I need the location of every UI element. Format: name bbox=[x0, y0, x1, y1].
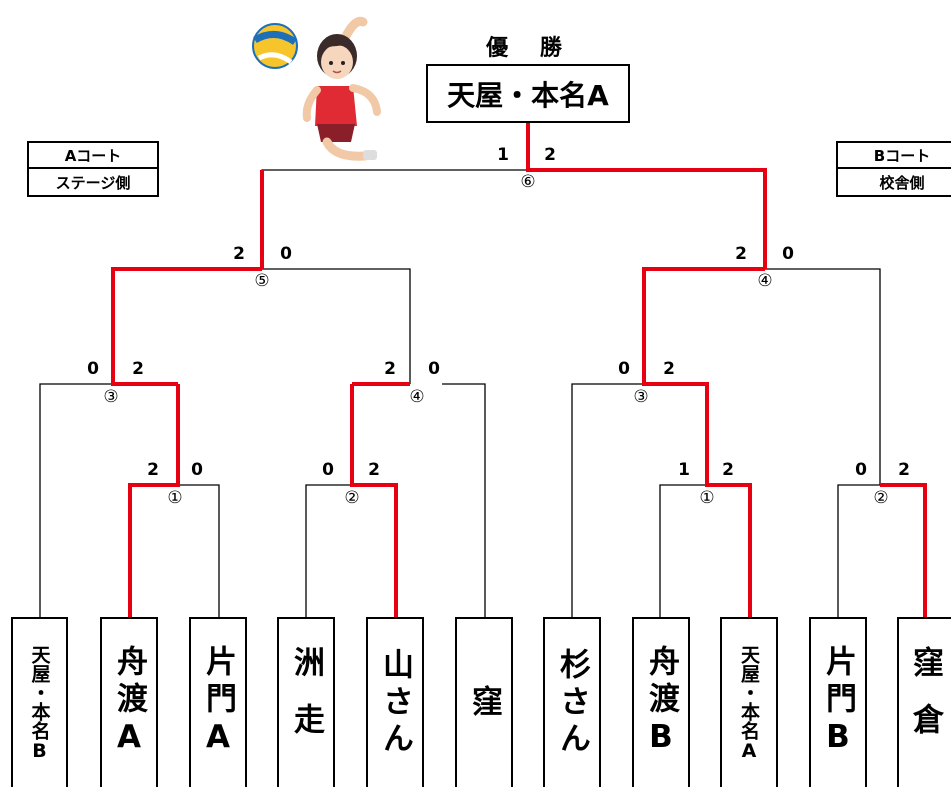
line-b3-left bbox=[571, 383, 644, 617]
final-score-left: 1 bbox=[497, 145, 509, 165]
a3-score-right: 2 bbox=[132, 359, 144, 379]
court-a-label: Aコート ステージ側 bbox=[27, 141, 159, 197]
champion-title: 優 勝 bbox=[486, 36, 574, 61]
volleyball-player-illustration bbox=[252, 16, 381, 161]
final-match-number: ⑥ bbox=[520, 172, 536, 192]
loss-lines bbox=[39, 169, 881, 617]
a2-score-right: 2 bbox=[368, 460, 380, 480]
b3-score-right: 2 bbox=[663, 359, 675, 379]
team-box: 舟渡A bbox=[100, 617, 158, 787]
line-b4-right bbox=[765, 268, 881, 485]
court-b-label: Bコート 校舎側 bbox=[836, 141, 951, 197]
a1-score-right: 0 bbox=[191, 460, 203, 480]
line-a1-right bbox=[178, 484, 220, 617]
b1-score-left: 1 bbox=[678, 460, 690, 480]
win-b2 bbox=[880, 483, 927, 617]
line-a2-left bbox=[305, 484, 352, 617]
team-box: 天屋・本名B bbox=[11, 617, 68, 787]
court-b-side: 校舎側 bbox=[836, 169, 951, 197]
b2-match-number: ② bbox=[873, 488, 889, 508]
a3-score-left: 0 bbox=[87, 359, 99, 379]
a1-score-left: 2 bbox=[147, 460, 159, 480]
a2-score-left: 0 bbox=[322, 460, 334, 480]
win-b1 bbox=[642, 267, 765, 617]
a2-match-number: ② bbox=[344, 488, 360, 508]
champion-box: 天屋・本名A bbox=[426, 64, 630, 123]
team-box: 窪 bbox=[455, 617, 513, 787]
line-b2-left bbox=[837, 484, 880, 617]
line-a4-right bbox=[442, 383, 486, 617]
a4-score-right: 0 bbox=[428, 359, 440, 379]
a5-score-right: 0 bbox=[280, 244, 292, 264]
a5-score-left: 2 bbox=[233, 244, 245, 264]
line-a5-right bbox=[262, 268, 411, 384]
team-box: 片門B bbox=[809, 617, 867, 787]
team-box: 天屋・本名A bbox=[720, 617, 778, 787]
b4-match-number: ④ bbox=[757, 271, 773, 291]
line-b1-left bbox=[659, 484, 707, 617]
court-a-name: Aコート bbox=[27, 141, 159, 169]
b3-match-number: ③ bbox=[633, 387, 649, 407]
win-a3 bbox=[111, 267, 262, 386]
win-a1 bbox=[128, 384, 180, 617]
b3-score-left: 0 bbox=[618, 359, 630, 379]
a5-match-number: ⑤ bbox=[254, 271, 270, 291]
b1-score-right: 2 bbox=[722, 460, 734, 480]
team-box: 山さん bbox=[366, 617, 424, 787]
b1-match-number: ① bbox=[699, 488, 715, 508]
b4-score-right: 0 bbox=[782, 244, 794, 264]
team-box: 洲走 bbox=[277, 617, 335, 787]
court-b-name: Bコート bbox=[836, 141, 951, 169]
team-box: 杉さん bbox=[543, 617, 601, 787]
final-score-right: 2 bbox=[544, 145, 556, 165]
b4-score-left: 2 bbox=[735, 244, 747, 264]
win-lines bbox=[111, 123, 927, 617]
a4-score-left: 2 bbox=[384, 359, 396, 379]
team-box: 窪倉 bbox=[897, 617, 951, 787]
volleyball-icon bbox=[252, 23, 298, 69]
team-box: 舟渡B bbox=[632, 617, 690, 787]
team-box: 片門A bbox=[189, 617, 247, 787]
a4-match-number: ④ bbox=[409, 387, 425, 407]
line-final-left bbox=[261, 169, 528, 269]
a1-match-number: ① bbox=[167, 488, 183, 508]
line-a3-left bbox=[39, 383, 113, 617]
b2-score-right: 2 bbox=[898, 460, 910, 480]
b2-score-left: 0 bbox=[855, 460, 867, 480]
court-a-side: ステージ側 bbox=[27, 169, 159, 197]
a3-match-number: ③ bbox=[103, 387, 119, 407]
win-a2 bbox=[350, 384, 398, 617]
win-b4 bbox=[526, 123, 767, 269]
